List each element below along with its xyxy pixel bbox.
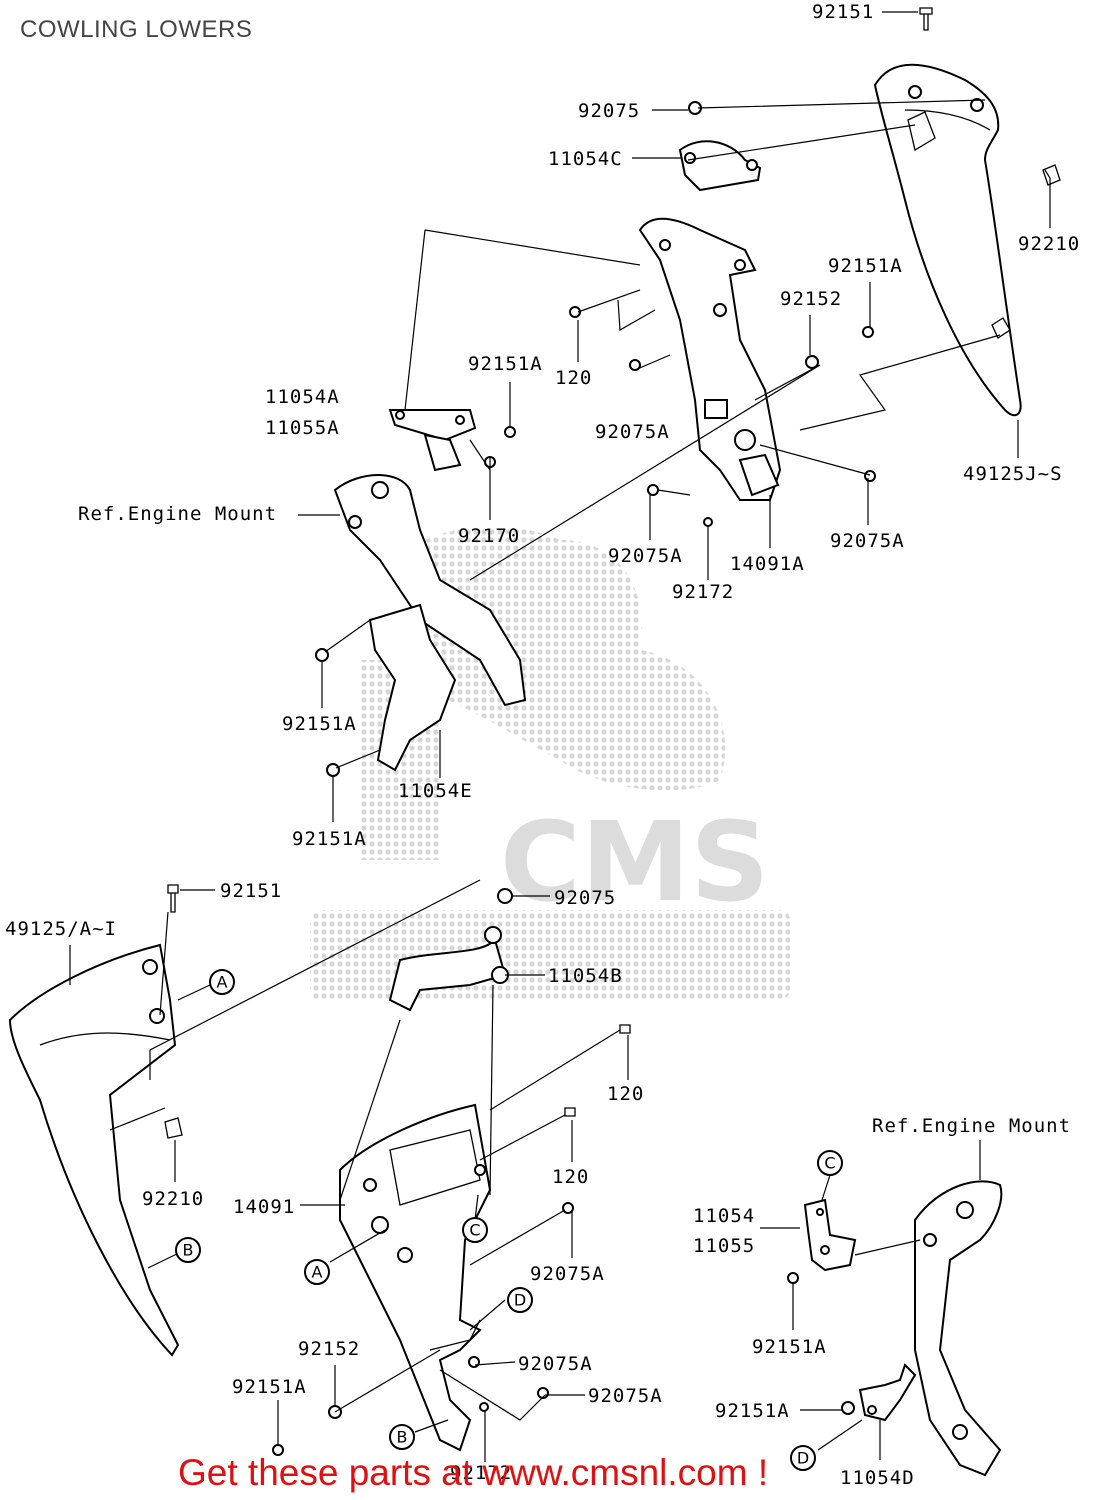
upper-right-cowl	[873, 63, 1061, 417]
svg-text:B: B	[397, 1428, 408, 1447]
part-label: 120	[552, 1166, 589, 1188]
part-label: 11055	[693, 1235, 755, 1257]
svg-text:B: B	[183, 1241, 194, 1260]
part-label: 92210	[1018, 233, 1080, 255]
part-label: 11054C	[548, 148, 623, 170]
callout-marker: C	[462, 1217, 488, 1243]
part-label: 14091A	[730, 553, 805, 575]
part-label: 92151	[220, 880, 282, 902]
part-label: 92075A	[830, 530, 905, 552]
part-label: 92151A	[468, 353, 543, 375]
callout-marker: A	[304, 1259, 330, 1285]
part-number-labels: 92151 92075 11054C 92210 92151A 92152 92…	[5, 1, 1080, 1489]
part-label: 92210	[142, 1188, 204, 1210]
part-label: 92151A	[232, 1376, 307, 1398]
part-label: 92152	[298, 1338, 360, 1360]
part-label: 92152	[780, 288, 842, 310]
part-label: 92151A	[752, 1336, 827, 1358]
part-label: 92075A	[518, 1353, 593, 1375]
callout-marker: B	[389, 1424, 415, 1450]
bracket-11054a	[388, 409, 477, 472]
svg-text:C: C	[469, 1221, 480, 1240]
svg-text:D: D	[514, 1291, 526, 1310]
engine-mount-upper	[333, 474, 527, 772]
callout-marker: B	[175, 1237, 201, 1263]
part-label: 92075A	[595, 421, 670, 443]
callout-markers: A B C A D B C D	[175, 969, 843, 1471]
ref-label: Ref.Engine Mount	[872, 1115, 1071, 1137]
part-label: 92075	[578, 100, 640, 122]
part-label: 92170	[458, 525, 520, 547]
part-label: 92151A	[282, 713, 357, 735]
inner-panel-14091a	[638, 217, 782, 501]
part-label: 92075A	[588, 1385, 663, 1407]
part-label: 11054	[693, 1205, 755, 1227]
part-label: 92172	[450, 1462, 512, 1484]
part-label: 92075A	[530, 1263, 605, 1285]
bracket-11054c	[678, 101, 762, 192]
callout-marker: A	[209, 969, 235, 995]
cmsnl-promo-link[interactable]: Get these parts at www.cmsnl.com !	[178, 1452, 769, 1493]
svg-text:A: A	[312, 1263, 323, 1282]
part-label: 92075	[554, 887, 616, 909]
bracket-11054b	[388, 888, 513, 1012]
callout-marker: D	[790, 1445, 816, 1471]
part-label: 49125J~S	[963, 463, 1063, 485]
part-label: 14091	[233, 1196, 295, 1218]
page-title: COWLING LOWERS	[20, 16, 253, 43]
part-label: 49125/A~I	[5, 918, 117, 940]
part-label: 92075A	[608, 545, 683, 567]
part-label: 92151A	[828, 255, 903, 277]
svg-text:C: C	[824, 1154, 835, 1173]
ref-label: Ref.Engine Mount	[78, 503, 277, 525]
part-label: 11054E	[398, 780, 473, 802]
bracket-11054	[803, 1198, 857, 1272]
part-label: 11054A	[265, 386, 340, 408]
part-label: 92151A	[292, 828, 367, 850]
part-label: 11055A	[265, 417, 340, 439]
part-label: 92151	[812, 1, 874, 23]
svg-text:A: A	[217, 973, 228, 992]
leader-lines	[69, 11, 1051, 1462]
bracket-11054d	[858, 1363, 917, 1422]
engine-mount-lower	[914, 1180, 1003, 1477]
reference-labels: Ref.Engine Mount Ref.Engine Mount	[78, 503, 1071, 1137]
callout-marker: C	[817, 1150, 843, 1176]
part-label: 11054D	[840, 1467, 915, 1489]
lower-left-cowl	[8, 943, 183, 1357]
part-label: 92151A	[715, 1400, 790, 1422]
part-label: 11054B	[548, 965, 623, 987]
part-label: 92172	[672, 581, 734, 603]
svg-text:D: D	[797, 1449, 809, 1468]
callout-marker: D	[507, 1287, 533, 1313]
watermark-text: CMS	[500, 798, 769, 926]
part-label: 120	[555, 367, 592, 389]
part-label: 120	[607, 1083, 644, 1105]
lower-panel-14091	[339, 1103, 492, 1452]
